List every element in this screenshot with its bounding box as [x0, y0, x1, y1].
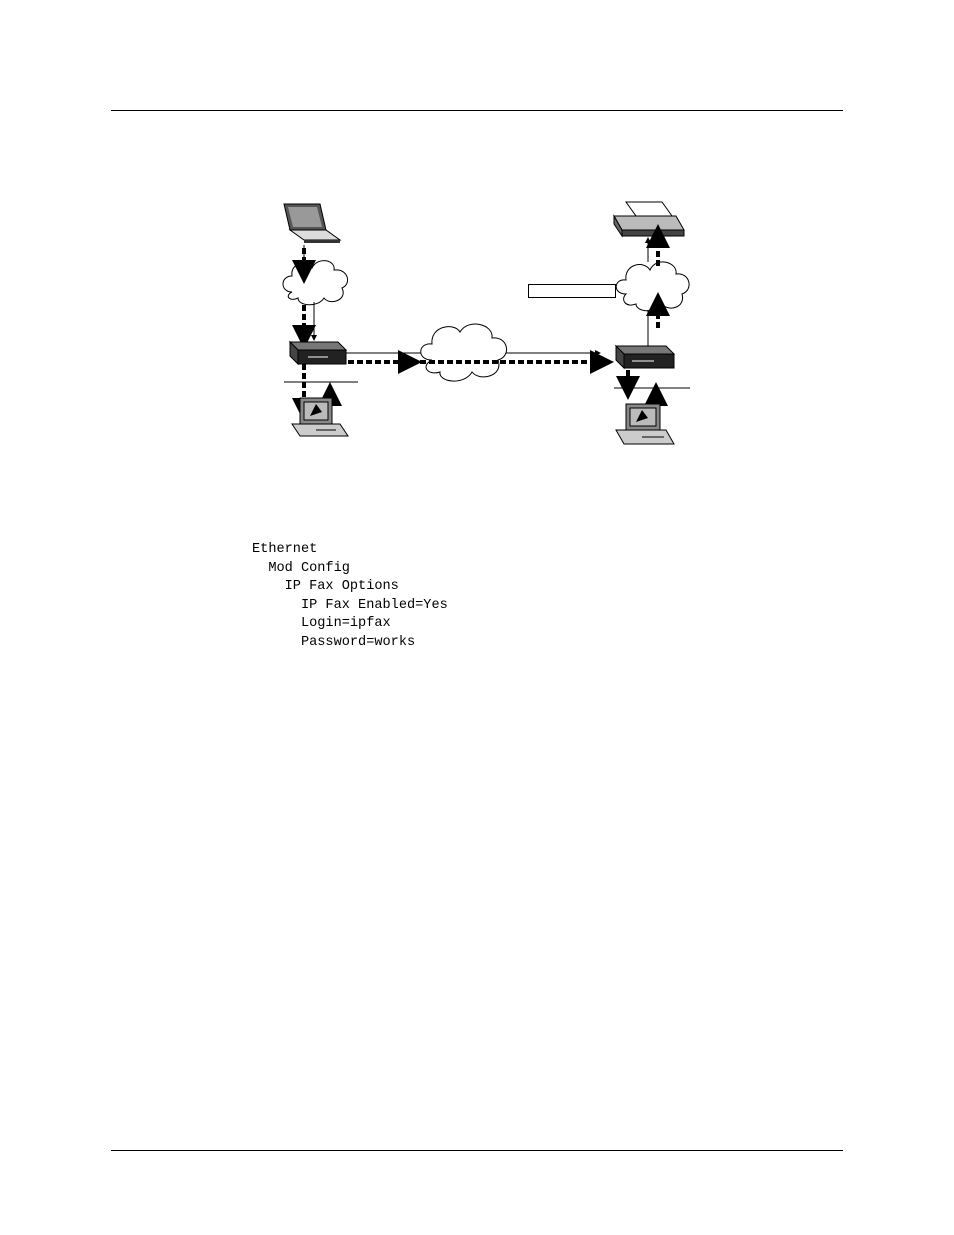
config-line: IP Fax Options: [252, 579, 399, 595]
ip-fax-network-diagram: [282, 201, 690, 445]
router-icon: [288, 340, 348, 366]
config-line: Mod Config: [252, 560, 350, 576]
footer-rule: [111, 1150, 843, 1151]
laptop-icon: [283, 203, 342, 243]
fax-server-icon: [291, 397, 349, 437]
cloud-icon: [615, 261, 690, 312]
diagram-label-box: [528, 284, 616, 298]
config-line: Login=ipfax: [252, 616, 391, 632]
router-icon: [614, 344, 676, 370]
cloud-icon: [282, 260, 349, 306]
fax-machine-icon: [613, 201, 685, 238]
config-line: Ethernet: [252, 542, 318, 557]
config-line: IP Fax Enabled=Yes: [252, 597, 448, 613]
fax-server-icon: [615, 403, 675, 445]
config-listing: Ethernet Mod Config IP Fax Options IP Fa…: [252, 541, 448, 653]
config-line: Password=works: [252, 634, 416, 650]
cloud-icon: [420, 323, 507, 382]
header-rule: [111, 110, 843, 111]
